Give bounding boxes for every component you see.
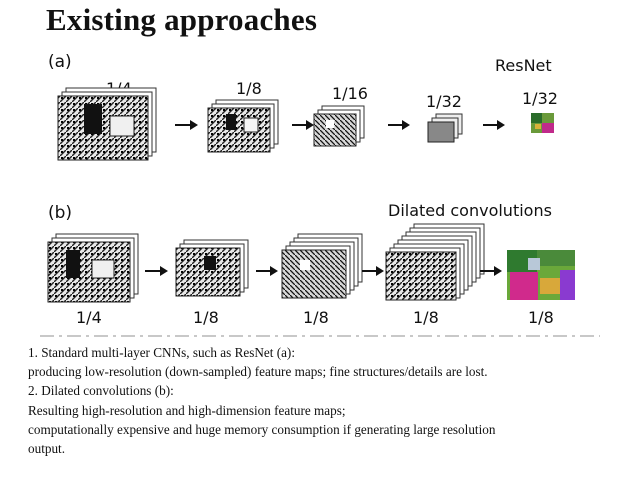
panel-a-scale-5: 1/32 xyxy=(522,89,558,108)
panel-a-arrow-1 xyxy=(175,120,198,130)
panel-a-stack-1 xyxy=(57,87,157,161)
panel-a-arrow-3 xyxy=(388,120,410,130)
panel-b-scale-5: 1/8 xyxy=(528,308,554,327)
panel-a-arrow-4 xyxy=(483,120,505,130)
note-line-1: 1. Standard multi-layer CNNs, such as Re… xyxy=(28,345,295,360)
note-line-2: producing low-resolution (down-sampled) … xyxy=(28,364,488,380)
panel-b-arrow-4 xyxy=(480,266,502,276)
panel-b-stack-4 xyxy=(385,223,485,301)
panel-b-arrow-3 xyxy=(362,266,384,276)
note-line-4: Resulting high-resolution and high-dimen… xyxy=(28,402,346,418)
slide-title: Existing approaches xyxy=(46,2,318,37)
panel-b-stack-3 xyxy=(281,233,363,299)
panel-b-output-map xyxy=(507,250,575,300)
panel-b-network-name: Dilated convolutions xyxy=(388,201,552,220)
panel-b-arrow-1 xyxy=(145,266,168,276)
panel-a-arrow-2 xyxy=(292,120,314,130)
panel-a-output-map xyxy=(531,113,554,133)
panel-b-scale-3: 1/8 xyxy=(303,308,329,327)
panel-a-stack-2 xyxy=(207,99,279,153)
panel-b-scale-1: 1/4 xyxy=(76,308,102,327)
figure-graphics xyxy=(40,87,600,337)
panel-b-arrow-2 xyxy=(256,266,278,276)
panel-a-label: (a) xyxy=(48,52,72,72)
panel-a-scale-2: 1/8 xyxy=(236,79,262,98)
panel-a-stack-4 xyxy=(427,113,463,143)
panel-b-scale-4: 1/8 xyxy=(413,308,439,327)
panel-b-label: (b) xyxy=(48,203,73,223)
notes-block: 1. Standard multi-layer CNNs, such as Re… xyxy=(28,343,628,458)
panel-b-stack-1 xyxy=(47,233,139,303)
note-line-6: output. xyxy=(28,441,65,457)
panel-b-scale-2: 1/8 xyxy=(193,308,219,327)
note-line-3: 2. Dilated convolutions (b): xyxy=(28,383,174,399)
panel-a-scale-3: 1/16 xyxy=(332,84,368,103)
panel-a-stack-3 xyxy=(313,105,365,147)
note-line-5: computationally expensive and huge memor… xyxy=(28,421,496,437)
panel-b-stack-2 xyxy=(175,239,249,297)
panel-a-scale-4: 1/32 xyxy=(426,92,462,111)
panel-a-network-name: ResNet xyxy=(495,56,552,75)
